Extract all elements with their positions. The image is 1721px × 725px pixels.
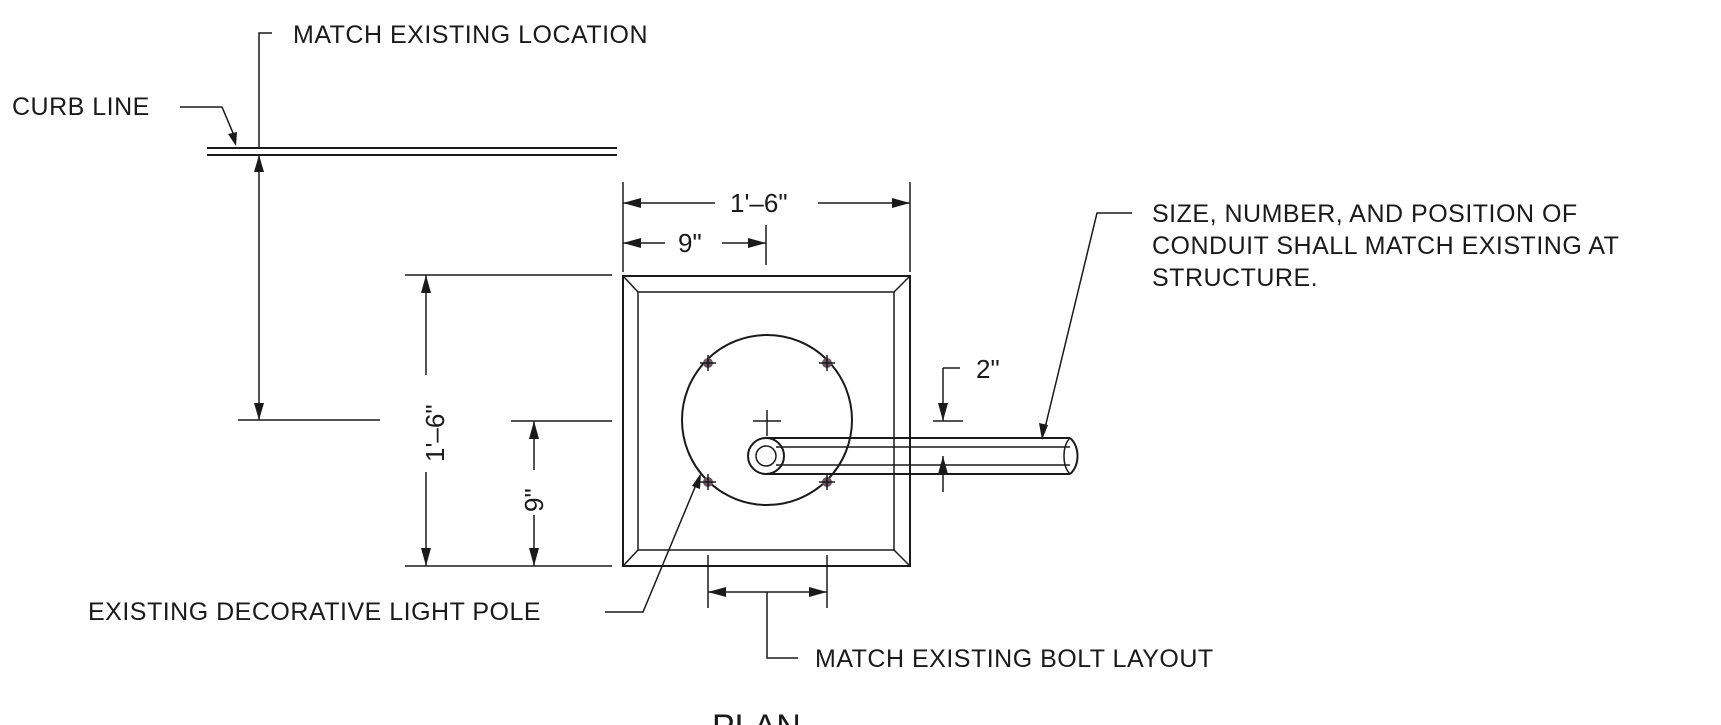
curb-line-leader (180, 106, 237, 146)
conduit (747, 437, 1079, 475)
bolt-top-right (819, 355, 835, 371)
drawing-title: PLAN (712, 708, 801, 725)
conduit-note-line-3: STRUCTURE. (1152, 264, 1318, 292)
foundation-square (622, 275, 911, 567)
conduit-note-leader (1039, 212, 1132, 440)
height-half-dimension: 9" (519, 488, 549, 512)
conduit-note-line-1: SIZE, NUMBER, AND POSITION OF (1152, 200, 1578, 228)
top-dimension-half (623, 225, 767, 265)
anchor-bolts (700, 355, 835, 490)
left-dimension-full (405, 274, 612, 567)
bolt-bottom-left (700, 474, 716, 490)
bolt-layout-label: MATCH EXISTING BOLT LAYOUT (815, 645, 1214, 673)
conduit-note-line-2: CONDUIT SHALL MATCH EXISTING AT (1152, 232, 1619, 260)
bolt-layout-dimension (707, 555, 828, 659)
curb-line (207, 147, 617, 156)
conduit-offset-label: 2" (976, 354, 1000, 384)
left-dimension-half (511, 420, 612, 566)
light-pole-base (681, 334, 853, 506)
bolt-top-left (700, 355, 716, 371)
match-existing-location-label: MATCH EXISTING LOCATION (293, 21, 648, 49)
height-total-dimension: 1'–6" (420, 404, 450, 462)
width-total-dimension: 1'–6" (730, 188, 788, 218)
existing-pole-leader (605, 473, 701, 613)
width-half-dimension: 9" (678, 228, 702, 258)
conduit-offset-dimension (933, 367, 963, 492)
existing-pole-label: EXISTING DECORATIVE LIGHT POLE (88, 598, 541, 626)
top-dimension-full (622, 182, 911, 272)
center-mark (753, 410, 781, 436)
location-dimension (238, 32, 380, 421)
bolt-bottom-right (819, 474, 835, 490)
curb-line-label: CURB LINE (12, 93, 150, 121)
